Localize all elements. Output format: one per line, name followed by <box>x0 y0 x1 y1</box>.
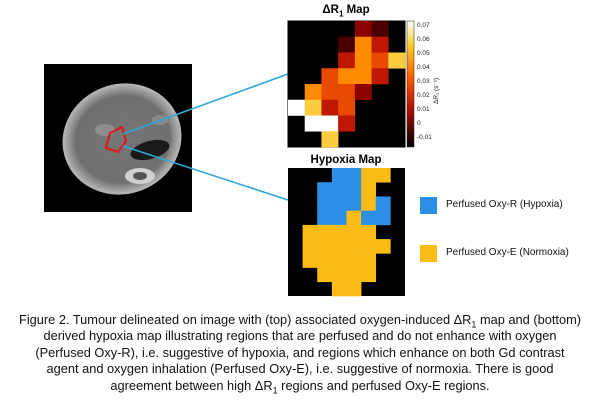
hypoxia-pixel <box>375 168 391 183</box>
hypoxia-pixel <box>375 196 391 211</box>
hypoxia-pixel <box>331 196 347 211</box>
delta-r1-pixel <box>321 84 339 101</box>
delta-r1-map-title: ΔR1 Map <box>322 4 370 19</box>
colorbar-tick: 0 <box>417 120 421 127</box>
hypoxia-pixel <box>331 224 347 240</box>
hypoxia-pixel <box>331 239 347 254</box>
delta-r1-pixel <box>338 115 356 132</box>
hypoxia-pixel <box>375 210 391 226</box>
delta-r1-pixel <box>338 52 356 69</box>
hypoxia-pixel <box>346 182 362 197</box>
hypoxia-pixel <box>331 168 347 183</box>
colorbar-tick: 0.04 <box>417 64 430 71</box>
hypoxia-map-title: Hypoxia Map <box>310 154 382 166</box>
hypoxia-pixel <box>346 224 362 240</box>
hypoxia-pixel <box>346 168 362 183</box>
hypoxia-pixel <box>361 210 377 226</box>
hypoxia-pixel <box>361 224 377 240</box>
delta-r1-pixel <box>338 84 356 101</box>
hypoxia-pixel <box>331 253 347 268</box>
hypoxia-pixel <box>331 182 347 197</box>
delta-r1-pixel <box>338 36 356 53</box>
hypoxia-pixel <box>375 239 391 254</box>
colorbar-tick: 0.02 <box>417 92 430 99</box>
hypoxia-pixel <box>346 210 362 226</box>
hypoxia-pixel <box>361 196 377 211</box>
hypoxia-pixel <box>331 210 347 226</box>
tumour-outline <box>104 125 128 154</box>
connector-line-bottom <box>122 145 289 201</box>
legend-swatch-normoxia <box>420 245 437 262</box>
hypoxia-pixel <box>346 196 362 211</box>
hypoxia-pixel <box>331 281 347 297</box>
hypoxia-pixel <box>317 210 333 226</box>
delta-r1-pixel <box>354 84 372 101</box>
delta-r1-pixel <box>304 115 322 132</box>
delta-r1-pixel <box>304 84 322 101</box>
figure-panel: ΔR1 Map 0.07 0.06 0.05 0.04 0.03 0.02 0.… <box>44 4 569 297</box>
legend-label-hypoxia: Perfused Oxy-R (Hypoxia) <box>446 199 563 210</box>
delta-r1-pixel <box>371 36 389 53</box>
hypoxia-pixel <box>302 239 318 254</box>
colorbar <box>406 20 415 148</box>
hypoxia-pixel <box>361 239 377 254</box>
hypoxia-pixel <box>302 224 318 240</box>
hypoxia-pixel <box>346 253 362 268</box>
delta-r1-pixel <box>354 36 372 53</box>
delta-r1-pixel <box>388 52 406 69</box>
hypoxia-pixel <box>302 253 318 268</box>
hypoxia-pixel <box>361 253 377 268</box>
delta-r1-pixel <box>321 68 339 85</box>
delta-r1-pixel <box>338 68 356 85</box>
hypoxia-pixel <box>317 224 333 240</box>
hypoxia-pixel <box>346 281 362 297</box>
colorbar-tick: 0.05 <box>417 50 430 57</box>
hypoxia-pixel <box>361 267 377 283</box>
legend-swatch-hypoxia <box>420 197 437 214</box>
figure-graphic <box>44 20 437 297</box>
hypoxia-pixel <box>317 196 333 211</box>
legend-label-normoxia: Perfused Oxy-E (Normoxia) <box>446 247 569 258</box>
hypoxia-pixel <box>317 267 333 283</box>
hypoxia-pixel <box>361 182 377 197</box>
delta-r1-pixel <box>354 52 372 69</box>
hypoxia-map-grid <box>288 168 405 297</box>
delta-r1-pixel <box>288 99 306 116</box>
hypoxia-pixel <box>361 168 377 183</box>
delta-r1-pixel <box>304 99 322 116</box>
delta-r1-pixel <box>371 21 389 38</box>
delta-r1-pixel <box>354 68 372 85</box>
hypoxia-pixel <box>317 239 333 254</box>
delta-r1-pixel <box>321 99 339 116</box>
hypoxia-pixel <box>317 253 333 268</box>
hypoxia-pixel <box>346 267 362 283</box>
hypoxia-pixel <box>317 182 333 197</box>
delta-r1-pixel <box>338 99 356 116</box>
colorbar-tick: -0.01 <box>417 134 432 141</box>
hypoxia-pixel <box>331 267 347 283</box>
delta-r1-pixel <box>321 115 339 132</box>
delta-r1-pixel <box>354 21 372 38</box>
colorbar-tick: 0.06 <box>417 36 430 43</box>
delta-r1-pixel <box>371 68 389 85</box>
figure-caption: Figure 2. Tumour delineated on image wit… <box>19 312 581 396</box>
delta-r1-map-grid <box>287 20 406 148</box>
hypoxia-pixel <box>346 239 362 254</box>
colorbar-tick: 0.03 <box>417 78 430 85</box>
delta-r1-pixel <box>321 131 339 148</box>
colorbar-tick: 0.01 <box>417 106 430 113</box>
connector-line-top <box>122 73 289 135</box>
mri-image <box>44 64 192 212</box>
colorbar-tick: 0.07 <box>417 22 430 29</box>
colorbar-label: ΔR₁ (s⁻¹) <box>433 77 440 104</box>
delta-r1-pixel <box>371 52 389 69</box>
